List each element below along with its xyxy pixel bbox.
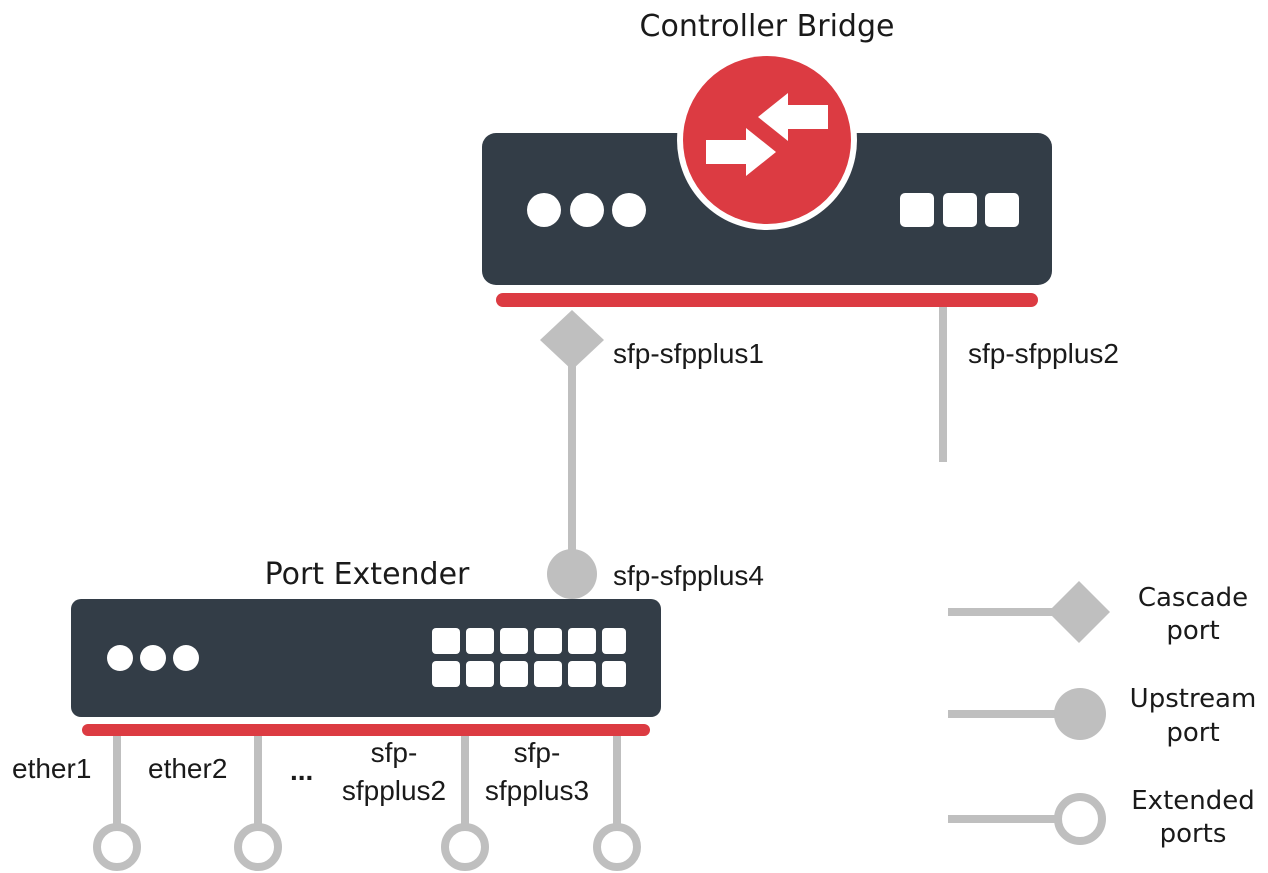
legend-extended-line2: ports: [1160, 819, 1227, 849]
port-extender-leds: [107, 645, 199, 671]
port-square: [432, 628, 460, 654]
extended-port-sfp-sfpplus2: [441, 736, 489, 871]
extended-port-ether1: [93, 736, 141, 871]
hollow-circle-icon: [93, 823, 141, 871]
upstream-port-label: sfp-sfpplus4: [613, 560, 764, 591]
legend-extended-line1: Extended: [1131, 786, 1255, 816]
led-indicator: [570, 193, 604, 227]
hollow-circle-icon: [593, 823, 641, 871]
legend: Cascade port Upstream port Extended port…: [948, 581, 1256, 849]
controller-cascade-port: [540, 310, 604, 570]
port-extender-port-squares: [432, 628, 626, 687]
ether2-label: ether2: [148, 753, 227, 784]
port-square: [534, 628, 562, 654]
led-indicator: [107, 645, 133, 671]
cascade-port-label: sfp-sfpplus1: [613, 338, 764, 369]
hollow-circle-icon: [1054, 793, 1106, 845]
port-square: [568, 628, 596, 654]
port-square: [602, 628, 626, 654]
port-square: [568, 661, 596, 687]
port-square: [900, 193, 934, 227]
led-indicator: [612, 193, 646, 227]
legend-upstream: Upstream port: [948, 684, 1256, 748]
port-extender-port-bar: [82, 724, 650, 736]
controller-bridge-device: [482, 50, 1052, 307]
sfp-sfpplus2-label-line2: sfpplus2: [342, 775, 446, 806]
hollow-circle-icon: [441, 823, 489, 871]
sfp-sfpplus3-label-line2: sfpplus3: [485, 775, 589, 806]
port-square: [602, 661, 626, 687]
port-extender-device: [71, 599, 661, 736]
port-square: [432, 661, 460, 687]
legend-cascade-line1: Cascade: [1138, 583, 1248, 613]
hollow-circle-icon: [234, 823, 282, 871]
port-square: [466, 628, 494, 654]
port-square: [985, 193, 1019, 227]
sfp-sfpplus3-label-line1: sfp-: [514, 737, 561, 768]
controller-port-label: sfp-sfpplus2: [968, 338, 1119, 369]
legend-upstream-line1: Upstream: [1130, 684, 1257, 714]
controller-bridge-title: Controller Bridge: [640, 9, 895, 44]
port-extender-title: Port Extender: [265, 557, 470, 592]
led-indicator: [173, 645, 199, 671]
port-square: [500, 628, 528, 654]
extended-port-sfp-sfpplus3: [593, 736, 641, 871]
controller-bridge-leds: [527, 193, 646, 227]
legend-cascade: Cascade port: [948, 581, 1248, 646]
led-indicator: [527, 193, 561, 227]
filled-circle-icon: [547, 549, 597, 599]
diamond-icon: [540, 310, 604, 370]
extended-port-ether2: [234, 736, 282, 871]
bridge-arrows-icon: [677, 50, 857, 230]
legend-extended: Extended ports: [948, 786, 1255, 849]
sfp-sfpplus2-label-line1: sfp-: [371, 737, 418, 768]
legend-cascade-line2: port: [1166, 616, 1219, 646]
port-square: [500, 661, 528, 687]
controller-bridge-port-squares: [900, 193, 1019, 227]
controller-bridge-port-bar: [496, 293, 1038, 307]
port-square: [466, 661, 494, 687]
port-square: [534, 661, 562, 687]
legend-upstream-line2: port: [1166, 718, 1219, 748]
ellipsis-label: ...: [290, 755, 313, 786]
ether1-label: ether1: [12, 753, 91, 784]
filled-circle-icon: [1054, 688, 1106, 740]
diamond-icon: [1048, 581, 1110, 643]
port-square: [943, 193, 977, 227]
led-indicator: [140, 645, 166, 671]
